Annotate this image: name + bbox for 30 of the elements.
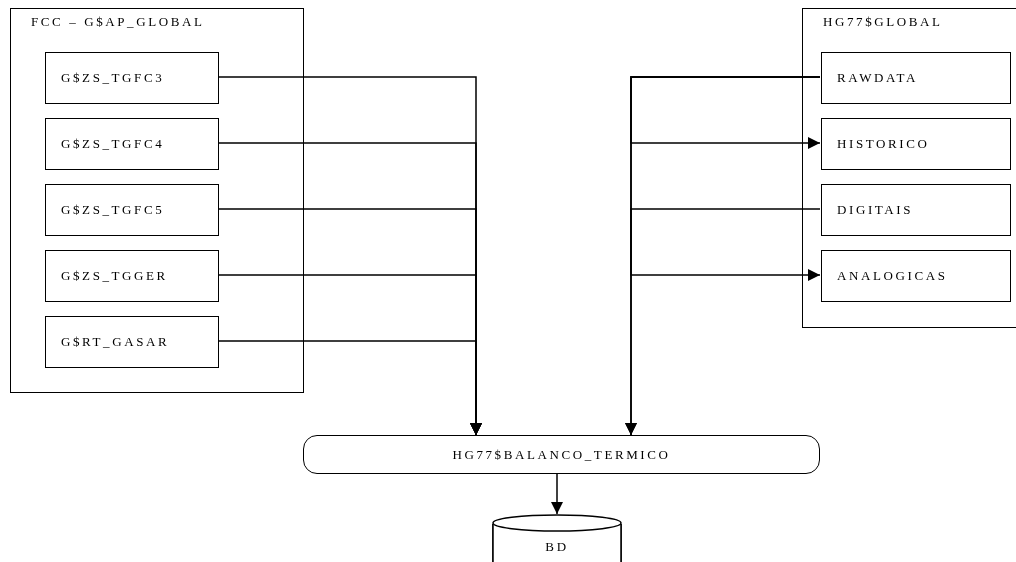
table-box	[821, 184, 1011, 236]
node-label: G$ZS_TGFC3	[61, 69, 165, 88]
node-label: G$ZS_TGFC5	[61, 201, 165, 220]
node-label: ANALOGICAS	[837, 267, 948, 286]
connector-arrow	[217, 340, 482, 436]
table-box	[45, 52, 219, 104]
table-box	[45, 316, 219, 368]
table-box	[45, 118, 219, 170]
node-label: FCC – G$AP_GLOBAL	[31, 14, 205, 29]
node-label: HG77$BALANCO_TERMICO	[452, 445, 671, 464]
node-label: HISTORICO	[837, 135, 930, 154]
group-frame	[10, 8, 304, 393]
node-label: RAWDATA	[837, 69, 919, 88]
group-frame	[802, 8, 1016, 328]
table-box	[45, 250, 219, 302]
connector-arrow	[551, 473, 563, 515]
table-box	[821, 118, 1011, 170]
process-box	[303, 435, 820, 474]
table-box	[821, 250, 1011, 302]
node-label: G$ZS_TGFC4	[61, 135, 165, 154]
database-cylinder	[492, 514, 622, 562]
node-label: BD	[545, 539, 569, 554]
node-label: G$ZS_TGGER	[61, 267, 168, 286]
node-label: G$RT_GASAR	[61, 333, 170, 352]
connector-arrow	[625, 208, 821, 436]
table-box	[45, 184, 219, 236]
connector-arrow	[630, 76, 821, 281]
node-label: DIGITAIS	[837, 201, 914, 220]
table-box	[821, 52, 1011, 104]
node-label: HG77$GLOBAL	[823, 14, 943, 29]
